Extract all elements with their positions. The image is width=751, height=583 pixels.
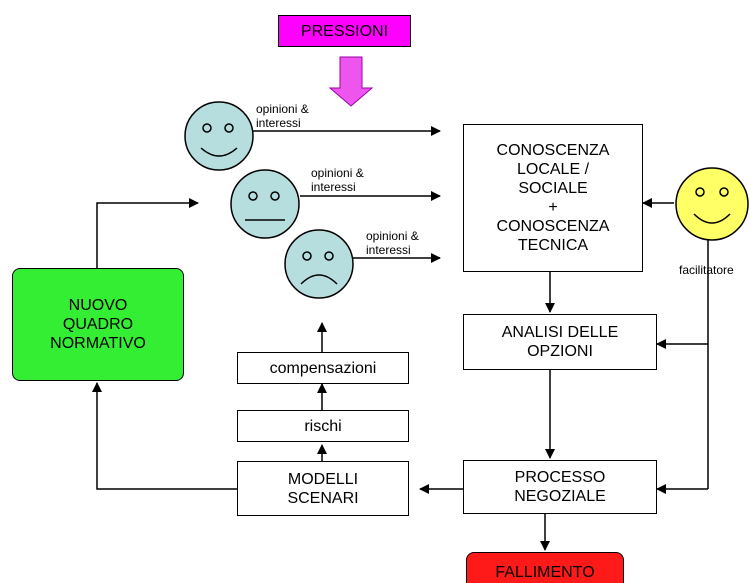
sad-face-icon	[284, 229, 354, 299]
rischi-label: rischi	[304, 417, 342, 435]
fallimento-box: FALLIMENTO	[466, 552, 624, 583]
arrow-icon	[92, 382, 237, 490]
processo-box: PROCESSO NEGOZIALE	[463, 460, 657, 514]
nuovo-quadro-box: NUOVO QUADRO NORMATIVO	[12, 268, 184, 381]
conoscenza-label: CONOSCENZA LOCALE / SOCIALE + CONOSCENZA…	[496, 142, 610, 254]
compensazioni-label: compensazioni	[269, 359, 377, 377]
modelli-box: MODELLI SCENARI	[237, 461, 409, 516]
stakeholder-label: opinioni & interessi	[366, 229, 419, 257]
pressioni-label: PRESSIONI	[300, 22, 389, 40]
processo-label: PROCESSO NEGOZIALE	[514, 469, 606, 505]
rischi-box: rischi	[237, 410, 409, 442]
fallimento-label: FALLIMENTO	[495, 564, 595, 581]
arrow-icon	[96, 198, 199, 268]
analisi-box: ANALISI DELLE OPZIONI	[463, 314, 657, 370]
pressioni-box: PRESSIONI	[278, 15, 411, 47]
compensazioni-box: compensazioni	[237, 352, 409, 384]
modelli-label: MODELLI SCENARI	[287, 470, 359, 507]
analisi-label: ANALISI DELLE OPZIONI	[501, 324, 619, 360]
pressure-arrow-icon	[328, 56, 374, 107]
stakeholder-label: opinioni & interessi	[256, 102, 309, 130]
nuovo-quadro-label: NUOVO QUADRO NORMATIVO	[50, 297, 146, 352]
facilitator-face-icon	[675, 167, 749, 241]
happy-face-icon	[184, 101, 254, 171]
facilitatore-label: facilitatore	[679, 263, 734, 277]
stakeholder-label: opinioni & interessi	[311, 166, 364, 194]
conoscenza-box: CONOSCENZA LOCALE / SOCIALE + CONOSCENZA…	[463, 124, 643, 272]
neutral-face-icon	[230, 169, 300, 239]
